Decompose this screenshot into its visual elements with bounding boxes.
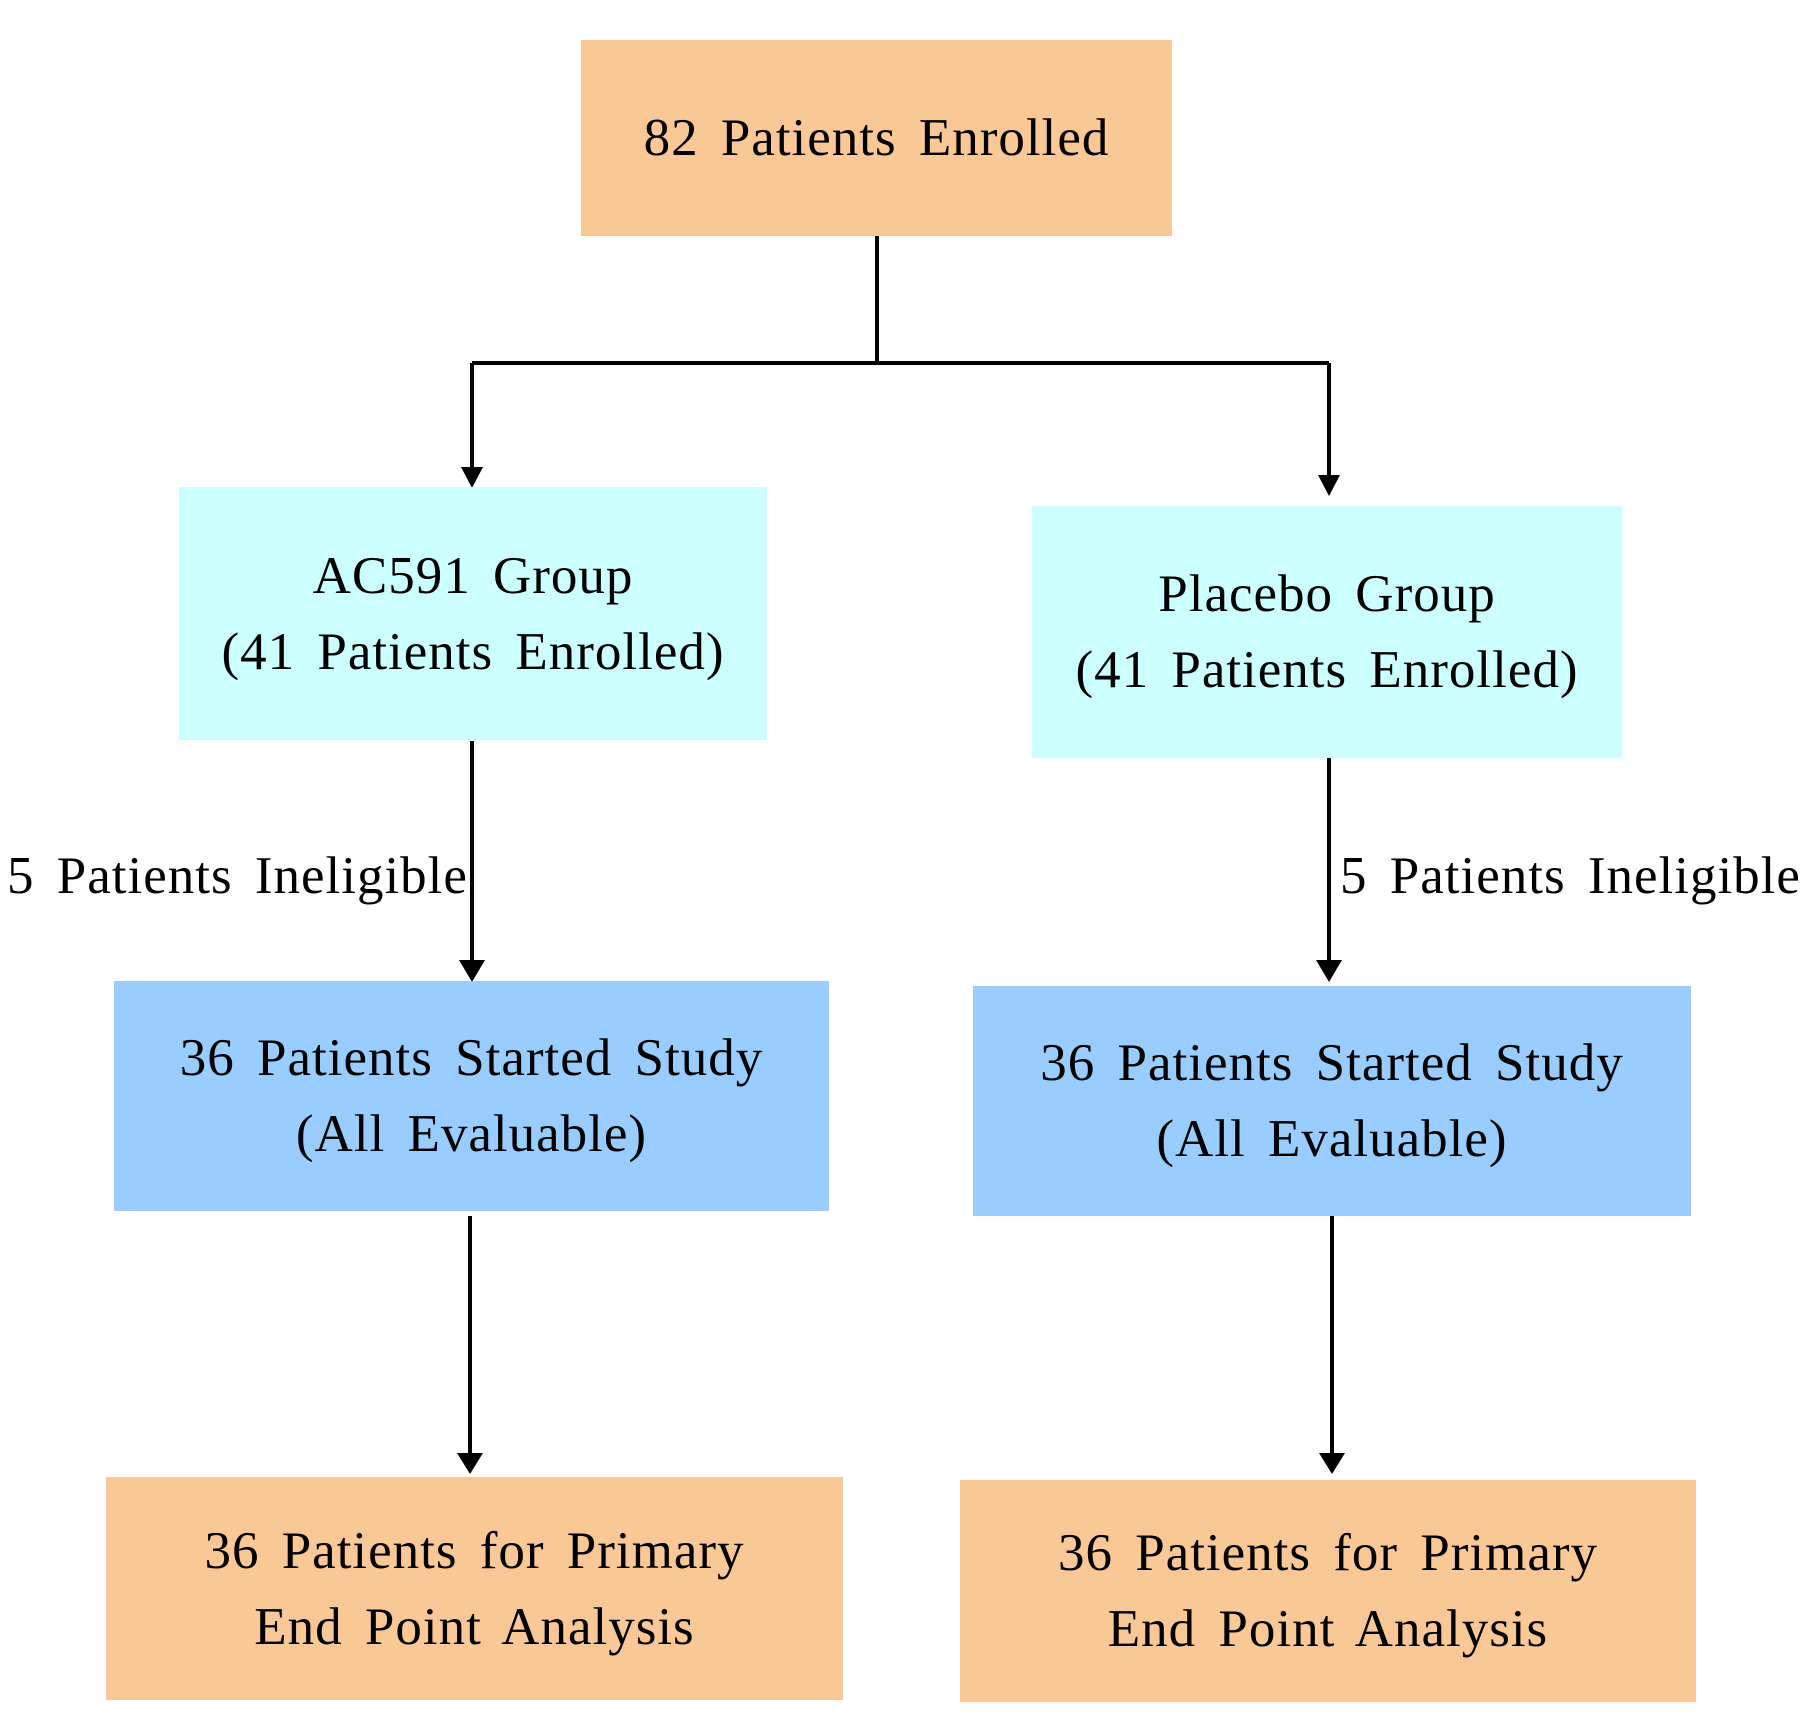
placebo-group-box: Placebo Group (41 Patients Enrolled) [1032, 506, 1622, 758]
arrow-to-placebo-analysis [1319, 1453, 1345, 1474]
enrolled-box: 82 Patients Enrolled [581, 40, 1172, 236]
placebo-analysis-box: 36 Patients for Primary End Point Analys… [960, 1480, 1696, 1702]
ac591-group-box: AC591 Group (41 Patients Enrolled) [179, 487, 767, 740]
ac591-analysis-box: 36 Patients for Primary End Point Analys… [106, 1477, 843, 1700]
ac591-group-count: (41 Patients Enrolled) [221, 622, 725, 681]
placebo-ineligible-label: 5 Patients Ineligible [1340, 847, 1800, 905]
placebo-started-box: 36 Patients Started Study (All Evaluable… [973, 986, 1691, 1216]
enrolled-label: 82 Patients Enrolled [643, 109, 1110, 167]
placebo-group-title: Placebo Group [1158, 565, 1496, 623]
ac591-analysis-line1: 36 Patients for Primary [204, 1521, 745, 1580]
placebo-analysis-line2: End Point Analysis [1107, 1600, 1549, 1658]
arrow-to-placebo-group [1318, 475, 1340, 496]
arrow-to-placebo-started [1316, 960, 1342, 982]
placebo-group-count: (41 Patients Enrolled) [1075, 641, 1579, 699]
ac591-analysis-line2: End Point Analysis [254, 1597, 695, 1656]
arrow-to-ac591-analysis [457, 1453, 483, 1474]
ac591-started-note: (All Evaluable) [295, 1105, 648, 1163]
ac591-ineligible-label: 5 Patients Ineligible [7, 847, 468, 905]
placebo-analysis-line1: 36 Patients for Primary [1057, 1524, 1599, 1582]
arrow-to-ac591-group [461, 467, 483, 488]
placebo-started-title: 36 Patients Started Study [1040, 1034, 1624, 1092]
arrow-to-ac591-started [459, 960, 485, 982]
ac591-started-box: 36 Patients Started Study (All Evaluable… [114, 981, 829, 1211]
ac591-group-title: AC591 Group [312, 546, 634, 605]
placebo-started-note: (All Evaluable) [1156, 1110, 1508, 1168]
ac591-started-title: 36 Patients Started Study [179, 1029, 764, 1087]
